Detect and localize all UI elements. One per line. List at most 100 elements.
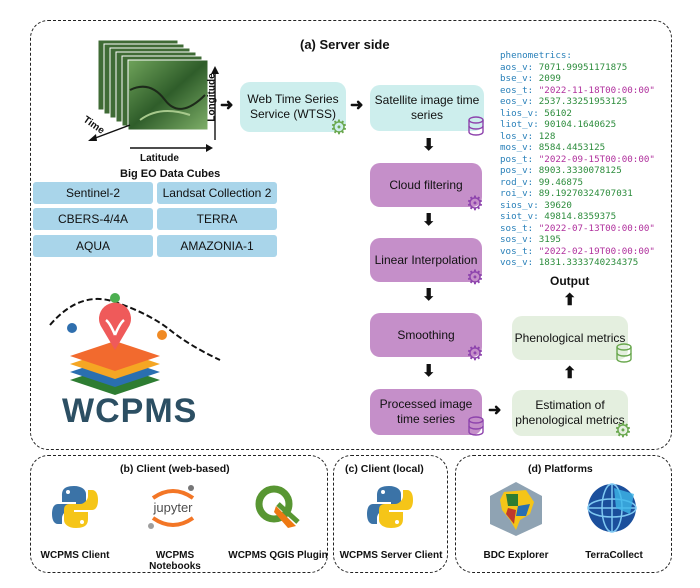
wcpms-logo-graphic: [49, 293, 221, 395]
data-cube-image: [88, 39, 219, 152]
phenometric-key: sos_v:: [500, 234, 534, 245]
jupyter-word: jupyter: [152, 500, 193, 515]
smoothing-box: Smoothing: [370, 313, 482, 357]
phenometric-value: 89.19270324707031: [538, 188, 633, 199]
phenometric-value: 56102: [544, 107, 572, 119]
platforms-title: (d) Platforms: [528, 463, 593, 475]
server-panel: [30, 20, 672, 450]
arrow-down-icon: ⬇: [422, 363, 436, 380]
phenometric-key: los_v:: [500, 130, 534, 142]
phenometric-row: los_v: 128: [500, 131, 655, 143]
phenometric-row: eos_v: 2537.33251953125: [500, 96, 655, 108]
phenometric-key: sos_t:: [500, 222, 534, 234]
phenometric-row: sos_t: "2022-07-13T00:00:00": [500, 223, 655, 235]
client-local-title: (c) Client (local): [345, 463, 424, 475]
cube-label: Big EO Data Cubes: [120, 168, 221, 180]
arrow-down-icon: ⬇: [422, 137, 436, 154]
phenometric-value: "2022-02-19T00:00:00": [538, 245, 655, 257]
axis-longitude-label: Longitude: [206, 73, 218, 122]
phenometric-value: 2099: [538, 73, 561, 84]
gear-icon: ⚙: [614, 420, 632, 442]
wcpms-client-label: WCPMS Client: [40, 550, 110, 561]
estimation-box: Estimation of phenological metrics: [512, 390, 628, 436]
phenometric-row: siot_v: 49814.8359375: [500, 211, 655, 223]
phenometric-row: eos_t: "2022-11-18T00:00:00": [500, 85, 655, 97]
source-aqua: AQUA: [33, 235, 153, 257]
phenometric-value: 49814.8359375: [544, 211, 617, 222]
phenometric-row: pos_t: "2022-09-15T00:00:00": [500, 154, 655, 166]
phenometric-key: lios_v:: [500, 107, 539, 119]
arrow-down-icon: ⬇: [422, 212, 436, 229]
source-landsat: Landsat Collection 2: [157, 182, 277, 204]
database-icon: [468, 116, 484, 136]
phenometric-key: pos_v:: [500, 165, 534, 176]
phenometric-value: 90104.1640625: [544, 119, 617, 130]
phenometric-row: sos_v: 3195: [500, 234, 655, 246]
interpolation-box: Linear Interpolation: [370, 238, 482, 282]
wcpms-server-client-label: WCPMS Server Client: [339, 550, 443, 561]
gear-icon: ⚙: [466, 267, 484, 289]
phenometric-key: roi_v:: [500, 188, 534, 199]
phenometric-value: "2022-11-18T00:00:00": [538, 84, 655, 96]
server-title: (a) Server side: [300, 37, 390, 52]
phenometric-row: liot_v: 90104.1640625: [500, 119, 655, 131]
phenometric-value: 7071.99951171875: [538, 61, 628, 73]
phenometric-row: sios_v: 39620: [500, 200, 655, 212]
phenometric-value: 8903.3330078125: [538, 165, 622, 176]
wtss-box: Web Time Series Service (WTSS): [240, 82, 346, 132]
source-sentinel-2: Sentinel-2: [33, 182, 153, 204]
phenometric-row: vos_t: "2022-02-19T00:00:00": [500, 246, 655, 258]
cloud-filtering-box: Cloud filtering: [370, 163, 482, 207]
phenometric-row: lios_v: 56102: [500, 108, 655, 120]
phenometric-value: "2022-09-15T00:00:00": [538, 153, 655, 165]
database-icon: [468, 416, 484, 436]
output-label: Output: [550, 274, 590, 288]
source-terra: TERRA: [157, 208, 277, 230]
arrow-right-icon: ➜: [488, 402, 502, 419]
phenometric-value: 3195: [538, 234, 561, 245]
arrow-right-icon: ➜: [350, 97, 364, 114]
bdc-explorer-icon: [490, 482, 542, 536]
arrow-right-icon: ➜: [220, 97, 234, 114]
phenometric-value: 1831.3333740234375: [538, 257, 639, 268]
source-amazonia: AMAZONIA-1: [157, 235, 277, 257]
terracollect-label: TerraCollect: [585, 550, 643, 561]
phenometric-key: liot_v:: [500, 119, 539, 130]
jupyter-icon: jupyter: [148, 485, 195, 529]
gear-icon: ⚙: [330, 117, 348, 139]
phenometric-row: rod_v: 99.46875: [500, 177, 655, 189]
wcpms-qgis-label: WCPMS QGIS Plugin: [228, 550, 328, 561]
gear-icon: ⚙: [466, 193, 484, 215]
wcpms-logo-text: WCPMS: [62, 392, 198, 430]
phenometric-key: eos_v:: [500, 96, 534, 107]
satellite-box: Satellite image time series: [370, 85, 484, 131]
terracollect-icon: [587, 483, 637, 533]
platforms-panel: [455, 455, 672, 573]
phenometric-key: siot_v:: [500, 211, 539, 222]
phenometric-value: 8584.4453125: [538, 142, 606, 153]
phenometric-row: bse_v: 2099: [500, 73, 655, 85]
phenometric-value: 2537.33251953125: [538, 96, 628, 107]
bdc-explorer-label: BDC Explorer: [483, 550, 549, 561]
phenometric-row: aos_v: 7071.99951171875: [500, 62, 655, 74]
axis-latitude-label: Latitude: [140, 153, 179, 164]
source-cbers: CBERS-4/4A: [33, 208, 153, 230]
gear-icon: ⚙: [466, 343, 484, 365]
python-icon: [52, 486, 98, 528]
phenometric-key: sios_v:: [500, 199, 539, 211]
phenometric-value: "2022-07-13T00:00:00": [538, 222, 655, 234]
phenometric-key: aos_v:: [500, 61, 534, 73]
phenometric-value: 128: [538, 130, 556, 142]
phenometric-value: 39620: [544, 199, 572, 211]
phenometric-key: rod_v:: [500, 176, 534, 188]
wcpms-notebooks-label: WCPMS Notebooks: [149, 550, 201, 572]
database-icon: [616, 343, 632, 363]
arrow-up-icon: ⬆: [563, 292, 577, 309]
phenometric-key: pos_t:: [500, 153, 534, 165]
phenometric-key: bse_v:: [500, 73, 534, 84]
phenometric-key: vos_v:: [500, 257, 534, 268]
phenometric-row: pos_v: 8903.3330078125: [500, 165, 655, 177]
phenometric-row: roi_v: 89.19270324707031: [500, 188, 655, 200]
